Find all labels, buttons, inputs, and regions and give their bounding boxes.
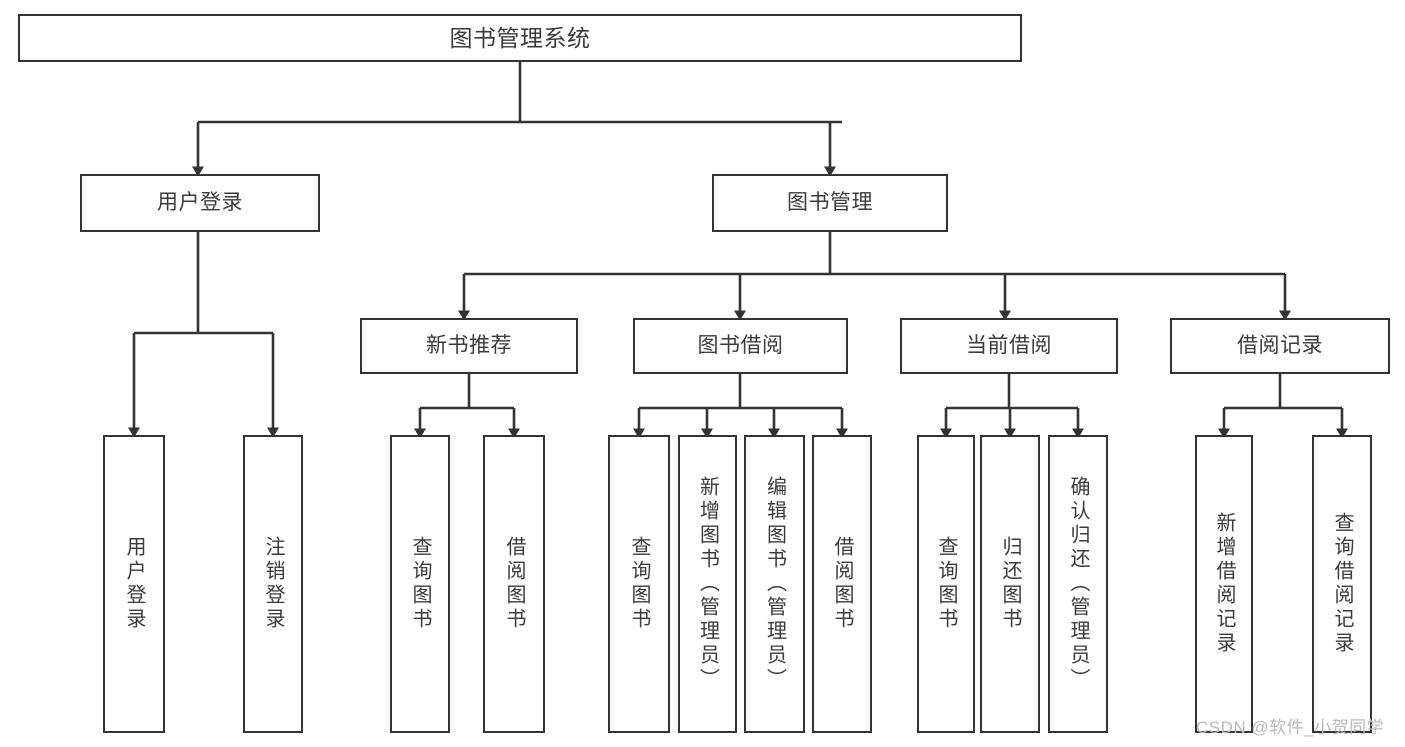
leaf-user-logout-label: 注销登录: [262, 536, 284, 632]
leaf-add-borrow-record[interactable]: 新增借阅记录: [1195, 435, 1253, 733]
leaf-borrow-book-bor-label: 借阅图书: [831, 536, 853, 632]
leaf-confirm-return-admin-label: 确认归还（管理员）: [1067, 476, 1089, 692]
leaf-query-book-rec-label: 查询图书: [409, 536, 431, 632]
leaf-borrow-book-bor[interactable]: 借阅图书: [812, 435, 872, 733]
leaf-add-borrow-record-label: 新增借阅记录: [1213, 512, 1235, 656]
watermark: CSDN @软件_小贺同学: [1196, 718, 1385, 737]
leaf-confirm-return-admin[interactable]: 确认归还（管理员）: [1048, 435, 1108, 733]
leaf-user-login[interactable]: 用户登录: [103, 435, 165, 733]
node-book-manage[interactable]: 图书管理: [712, 174, 948, 232]
node-book-manage-label: 图书管理: [787, 190, 873, 214]
leaf-user-logout[interactable]: 注销登录: [243, 435, 303, 733]
leaf-query-book-cur[interactable]: 查询图书: [917, 435, 975, 733]
leaf-edit-book-admin-label: 编辑图书（管理员）: [763, 476, 786, 692]
leaf-query-book-bor-label: 查询图书: [628, 536, 650, 632]
node-current-borrow-label: 当前借阅: [966, 333, 1052, 357]
node-new-book-recommend-label: 新书推荐: [426, 333, 512, 357]
leaf-query-borrow-record-label: 查询借阅记录: [1331, 512, 1353, 656]
leaf-query-book-cur-label: 查询图书: [935, 536, 957, 632]
node-user-login[interactable]: 用户登录: [80, 174, 320, 232]
node-root-label: 图书管理系统: [449, 24, 591, 51]
leaf-add-book-admin-label: 新增图书（管理员）: [696, 476, 719, 692]
node-book-borrow[interactable]: 图书借阅: [633, 318, 848, 374]
leaf-add-book-admin[interactable]: 新增图书（管理员）: [678, 435, 737, 733]
node-root[interactable]: 图书管理系统: [18, 14, 1022, 62]
node-new-book-recommend[interactable]: 新书推荐: [360, 318, 578, 374]
leaf-query-borrow-record[interactable]: 查询借阅记录: [1312, 435, 1372, 733]
leaf-return-book-label: 归还图书: [999, 536, 1021, 632]
leaf-return-book[interactable]: 归还图书: [980, 435, 1040, 733]
leaf-user-login-label: 用户登录: [123, 536, 145, 632]
node-current-borrow[interactable]: 当前借阅: [900, 318, 1118, 374]
leaf-query-book-bor[interactable]: 查询图书: [608, 435, 670, 733]
node-user-login-label: 用户登录: [157, 190, 243, 214]
node-book-borrow-label: 图书借阅: [697, 333, 784, 357]
leaf-borrow-book-rec[interactable]: 借阅图书: [483, 435, 545, 733]
node-borrow-record-label: 借阅记录: [1237, 333, 1323, 357]
leaf-edit-book-admin[interactable]: 编辑图书（管理员）: [744, 435, 805, 733]
node-borrow-record[interactable]: 借阅记录: [1170, 318, 1390, 374]
leaf-borrow-book-rec-label: 借阅图书: [503, 536, 525, 632]
leaf-query-book-rec[interactable]: 查询图书: [390, 435, 450, 733]
